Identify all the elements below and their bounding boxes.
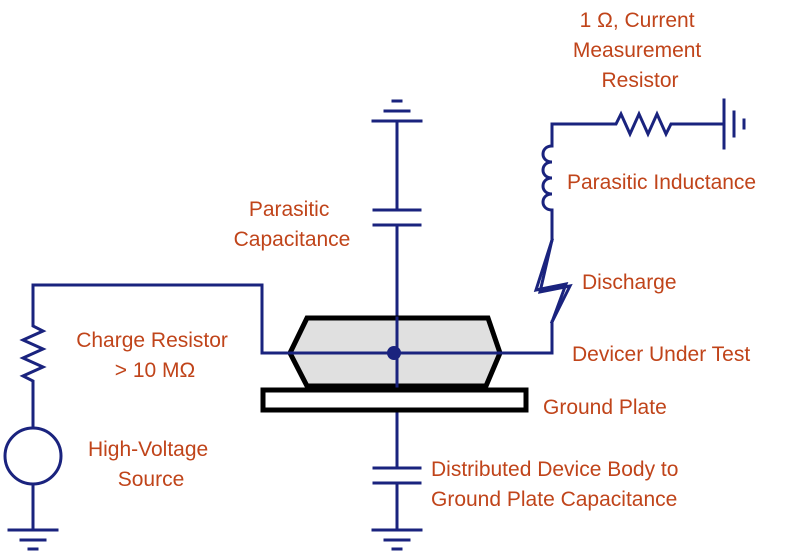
parasitic-capacitor [372, 208, 422, 227]
top-ground-symbol [371, 99, 423, 123]
body-capacitance-label: Distributed Device Body to Ground Plate … [431, 458, 684, 511]
bottom-center-ground-symbol [371, 528, 423, 551]
right-ground-symbol [722, 98, 746, 150]
discharge-spark-icon [533, 238, 573, 325]
wire-inductor-to-resistor [550, 122, 614, 148]
bottom-left-ground-symbol [7, 528, 59, 551]
high-voltage-source-icon [3, 426, 63, 486]
current-resistor-label: 1 Ω, Current Measurement Resistor [573, 9, 707, 92]
wire-left-loop [31, 283, 264, 355]
charge-resistor-label: Charge Resistor > 10 MΩ [76, 329, 234, 382]
current-measurement-resistor [610, 110, 677, 138]
parasitic-capacitance-label: Parasitic Capacitance [234, 198, 351, 251]
parasitic-inductor [541, 144, 554, 212]
parasitic-inductance-label: Parasitic Inductance [567, 171, 756, 194]
ground-plate-label: Ground Plate [543, 396, 667, 419]
ground-plate [260, 387, 529, 413]
body-capacitor [372, 466, 422, 485]
charge-resistor [19, 320, 47, 387]
device-under-test-label: Devicer Under Test [572, 343, 750, 366]
discharge-label: Discharge [582, 271, 677, 294]
hv-source-label: High-Voltage Source [88, 438, 214, 491]
